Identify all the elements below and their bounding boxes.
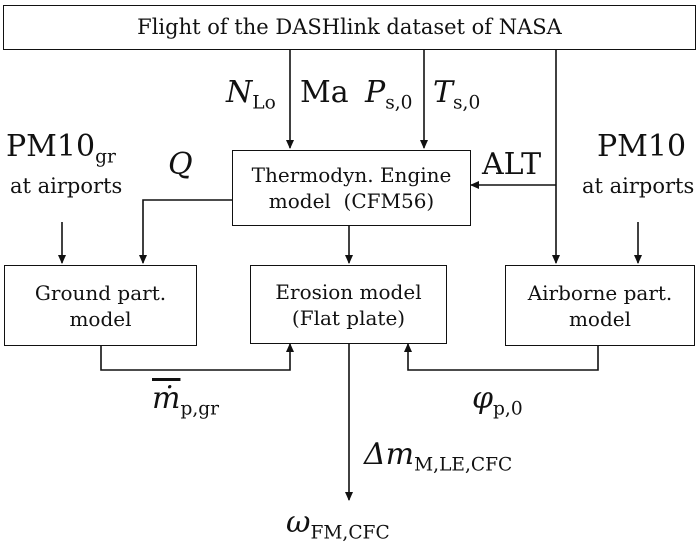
pm10-note: at airports — [582, 174, 695, 198]
arrow-q — [139, 199, 232, 264]
airborne-box: Airborne part. model — [505, 265, 695, 346]
pm10-gr-label: PM10gr — [6, 132, 116, 167]
airborne-line1: Airborne part. — [527, 280, 673, 305]
pm10-gr-note: at airports — [10, 174, 123, 198]
engine-line1: Thermodyn. Engine — [251, 163, 452, 187]
phi-p0-label: φp,0 — [472, 381, 523, 420]
arrow-phi-p0 — [404, 343, 599, 371]
t-s0-label: Ts,0 — [433, 75, 481, 114]
engine-line2: model (CFM56) — [268, 189, 435, 213]
ground-line2: model — [69, 306, 132, 331]
delta-m-label: ΔmM,LE,CFC — [364, 437, 513, 476]
p-s0-label: Ps,0 — [365, 75, 413, 114]
ground-box: Ground part. model — [4, 265, 197, 346]
pm10-label: PM10 — [597, 132, 686, 162]
ma-label: Ma — [300, 75, 349, 110]
m-p-gr-label: ṁp,gr — [152, 381, 220, 420]
erosion-line1: Erosion model — [275, 279, 422, 304]
arrow-m-p-gr — [100, 343, 294, 371]
pm10-gr-main: PM10 — [6, 129, 96, 164]
erosion-line2: (Flat plate) — [291, 305, 406, 330]
n-lo-label: NLo — [226, 75, 276, 114]
engine-box: Thermodyn. Engine model (CFM56) — [232, 150, 471, 226]
source-box: Flight of the DASHlink dataset of NASA — [3, 5, 696, 50]
q-label: Q — [168, 147, 193, 182]
source-text: Flight of the DASHlink dataset of NASA — [137, 14, 562, 39]
alt-label: ALT — [482, 147, 542, 182]
omega-label: ωFM,CFC — [286, 505, 390, 544]
pm10-main: PM10 — [597, 129, 687, 164]
erosion-box: Erosion model (Flat plate) — [250, 265, 447, 344]
airborne-line2: model — [568, 306, 632, 331]
pm10-gr-sub: gr — [95, 146, 116, 168]
ground-line1: Ground part. — [34, 280, 167, 305]
